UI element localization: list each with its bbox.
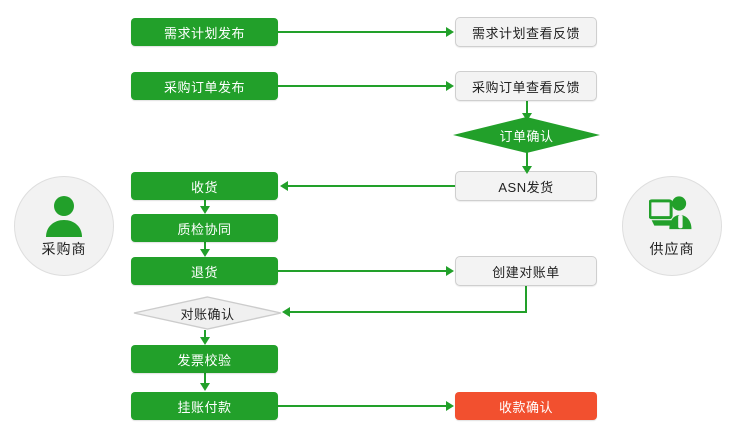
node-order-confirm[interactable]: 订单确认 [453,117,600,153]
node-invoice-verify[interactable]: 发票校验 [131,345,278,373]
connector-payment [204,373,206,385]
node-receive-goods[interactable]: 收货 [131,172,278,200]
node-statement-confirm-label: 对账确认 [180,306,235,322]
node-statement-confirm[interactable]: 对账确认 [133,296,282,330]
node-return-goods[interactable]: 退货 [131,257,278,285]
arrowhead-receive-goods [280,181,288,191]
node-order-confirm-label: 订单确认 [499,128,554,144]
role-badge-supplier-label: 供应商 [649,241,695,257]
node-asn-shipment[interactable]: ASN发货 [455,171,597,201]
node-receipt-confirm-label: 收款确认 [498,399,553,415]
arrowhead-purchase-order [446,81,454,91]
connector-purchase-order [278,85,448,87]
person-icon [41,193,87,237]
connector-invoice [204,330,206,339]
arrowhead-return [200,249,210,257]
arrowhead-asn [522,166,532,174]
connector-statement-down [525,285,527,313]
arrowhead-demand-plan [446,27,454,37]
node-quality-collaboration-label: 质检协同 [177,221,232,237]
node-purchase-order-feedback[interactable]: 采购订单查看反馈 [455,71,597,101]
connector-receipt-confirm [278,405,448,407]
connector-statement-left [290,311,527,313]
node-create-statement-label: 创建对账单 [492,264,560,280]
connector-return [204,242,206,251]
node-payable-payment[interactable]: 挂账付款 [131,392,278,420]
node-demand-plan-feedback-label: 需求计划查看反馈 [471,25,580,41]
arrowhead-create-statement [446,266,454,276]
role-badge-buyer-label: 采购商 [41,241,87,257]
role-badge-supplier: 供应商 [622,176,722,276]
node-return-goods-label: 退货 [190,264,218,280]
node-receipt-confirm[interactable]: 收款确认 [455,392,597,420]
role-badge-buyer: 采购商 [14,176,114,276]
arrowhead-invoice [200,337,210,345]
node-receive-goods-label: 收货 [190,179,218,195]
node-demand-plan-feedback[interactable]: 需求计划查看反馈 [455,17,597,47]
node-purchase-order-publish[interactable]: 采购订单发布 [131,72,278,100]
connector-asn [526,152,528,172]
connector-demand-plan [278,31,448,33]
node-create-statement[interactable]: 创建对账单 [455,256,597,286]
arrowhead-statement-confirm [282,307,290,317]
arrowhead-receipt-confirm [446,401,454,411]
node-asn-shipment-label: ASN发货 [498,179,554,195]
connector-order-confirm [526,99,528,119]
person-at-computer-icon [649,193,695,237]
arrowhead-payment [200,383,210,391]
node-purchase-order-feedback-label: 采购订单查看反馈 [471,79,580,95]
arrowhead-quality [200,206,210,214]
node-payable-payment-label: 挂账付款 [177,399,232,415]
node-demand-plan-publish[interactable]: 需求计划发布 [131,18,278,46]
node-demand-plan-publish-label: 需求计划发布 [163,25,245,41]
node-invoice-verify-label: 发票校验 [177,352,232,368]
node-quality-collaboration[interactable]: 质检协同 [131,214,278,242]
connector-quality [204,200,206,208]
connector-create-statement [278,270,448,272]
node-purchase-order-publish-label: 采购订单发布 [163,79,245,95]
arrowhead-order-confirm [522,113,532,121]
connector-receive-goods [288,185,456,187]
